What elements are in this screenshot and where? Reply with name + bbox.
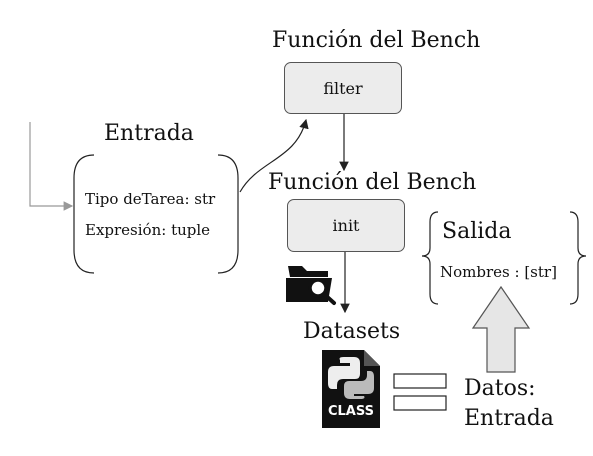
input-right-bracket [217,154,239,274]
equals-icon-bottom-bar [393,395,447,411]
bench-function-title-mid: Función del Bench [268,170,477,195]
output-left-brace [421,211,439,305]
input-left-bracket [73,154,95,274]
input-field-expression: Expresión: tuple [85,221,211,239]
python-class-file-icon [322,350,380,428]
input-title: Entrada [104,121,194,146]
class-icon-label: CLASS [327,404,375,419]
input-to-filter-curve [239,118,309,193]
input-field-task-type: Tipo deTarea: str [85,190,216,208]
output-field-names: Nombres : [str] [440,263,557,281]
equals-icon-top-bar [393,373,447,389]
datasets-label: Datasets [303,319,401,344]
output-right-brace [569,211,587,305]
datos-label-line1: Datos: [464,376,536,401]
up-arrow-icon [471,285,531,373]
output-title: Salida [442,219,512,244]
filter-box[interactable]: filter [284,62,402,114]
folder-search-icon [286,266,336,305]
init-box[interactable]: init [287,199,405,252]
datos-label-line2: Entrada [464,406,554,431]
bench-function-title-top: Función del Bench [272,28,481,53]
input-feed-line [29,122,74,211]
